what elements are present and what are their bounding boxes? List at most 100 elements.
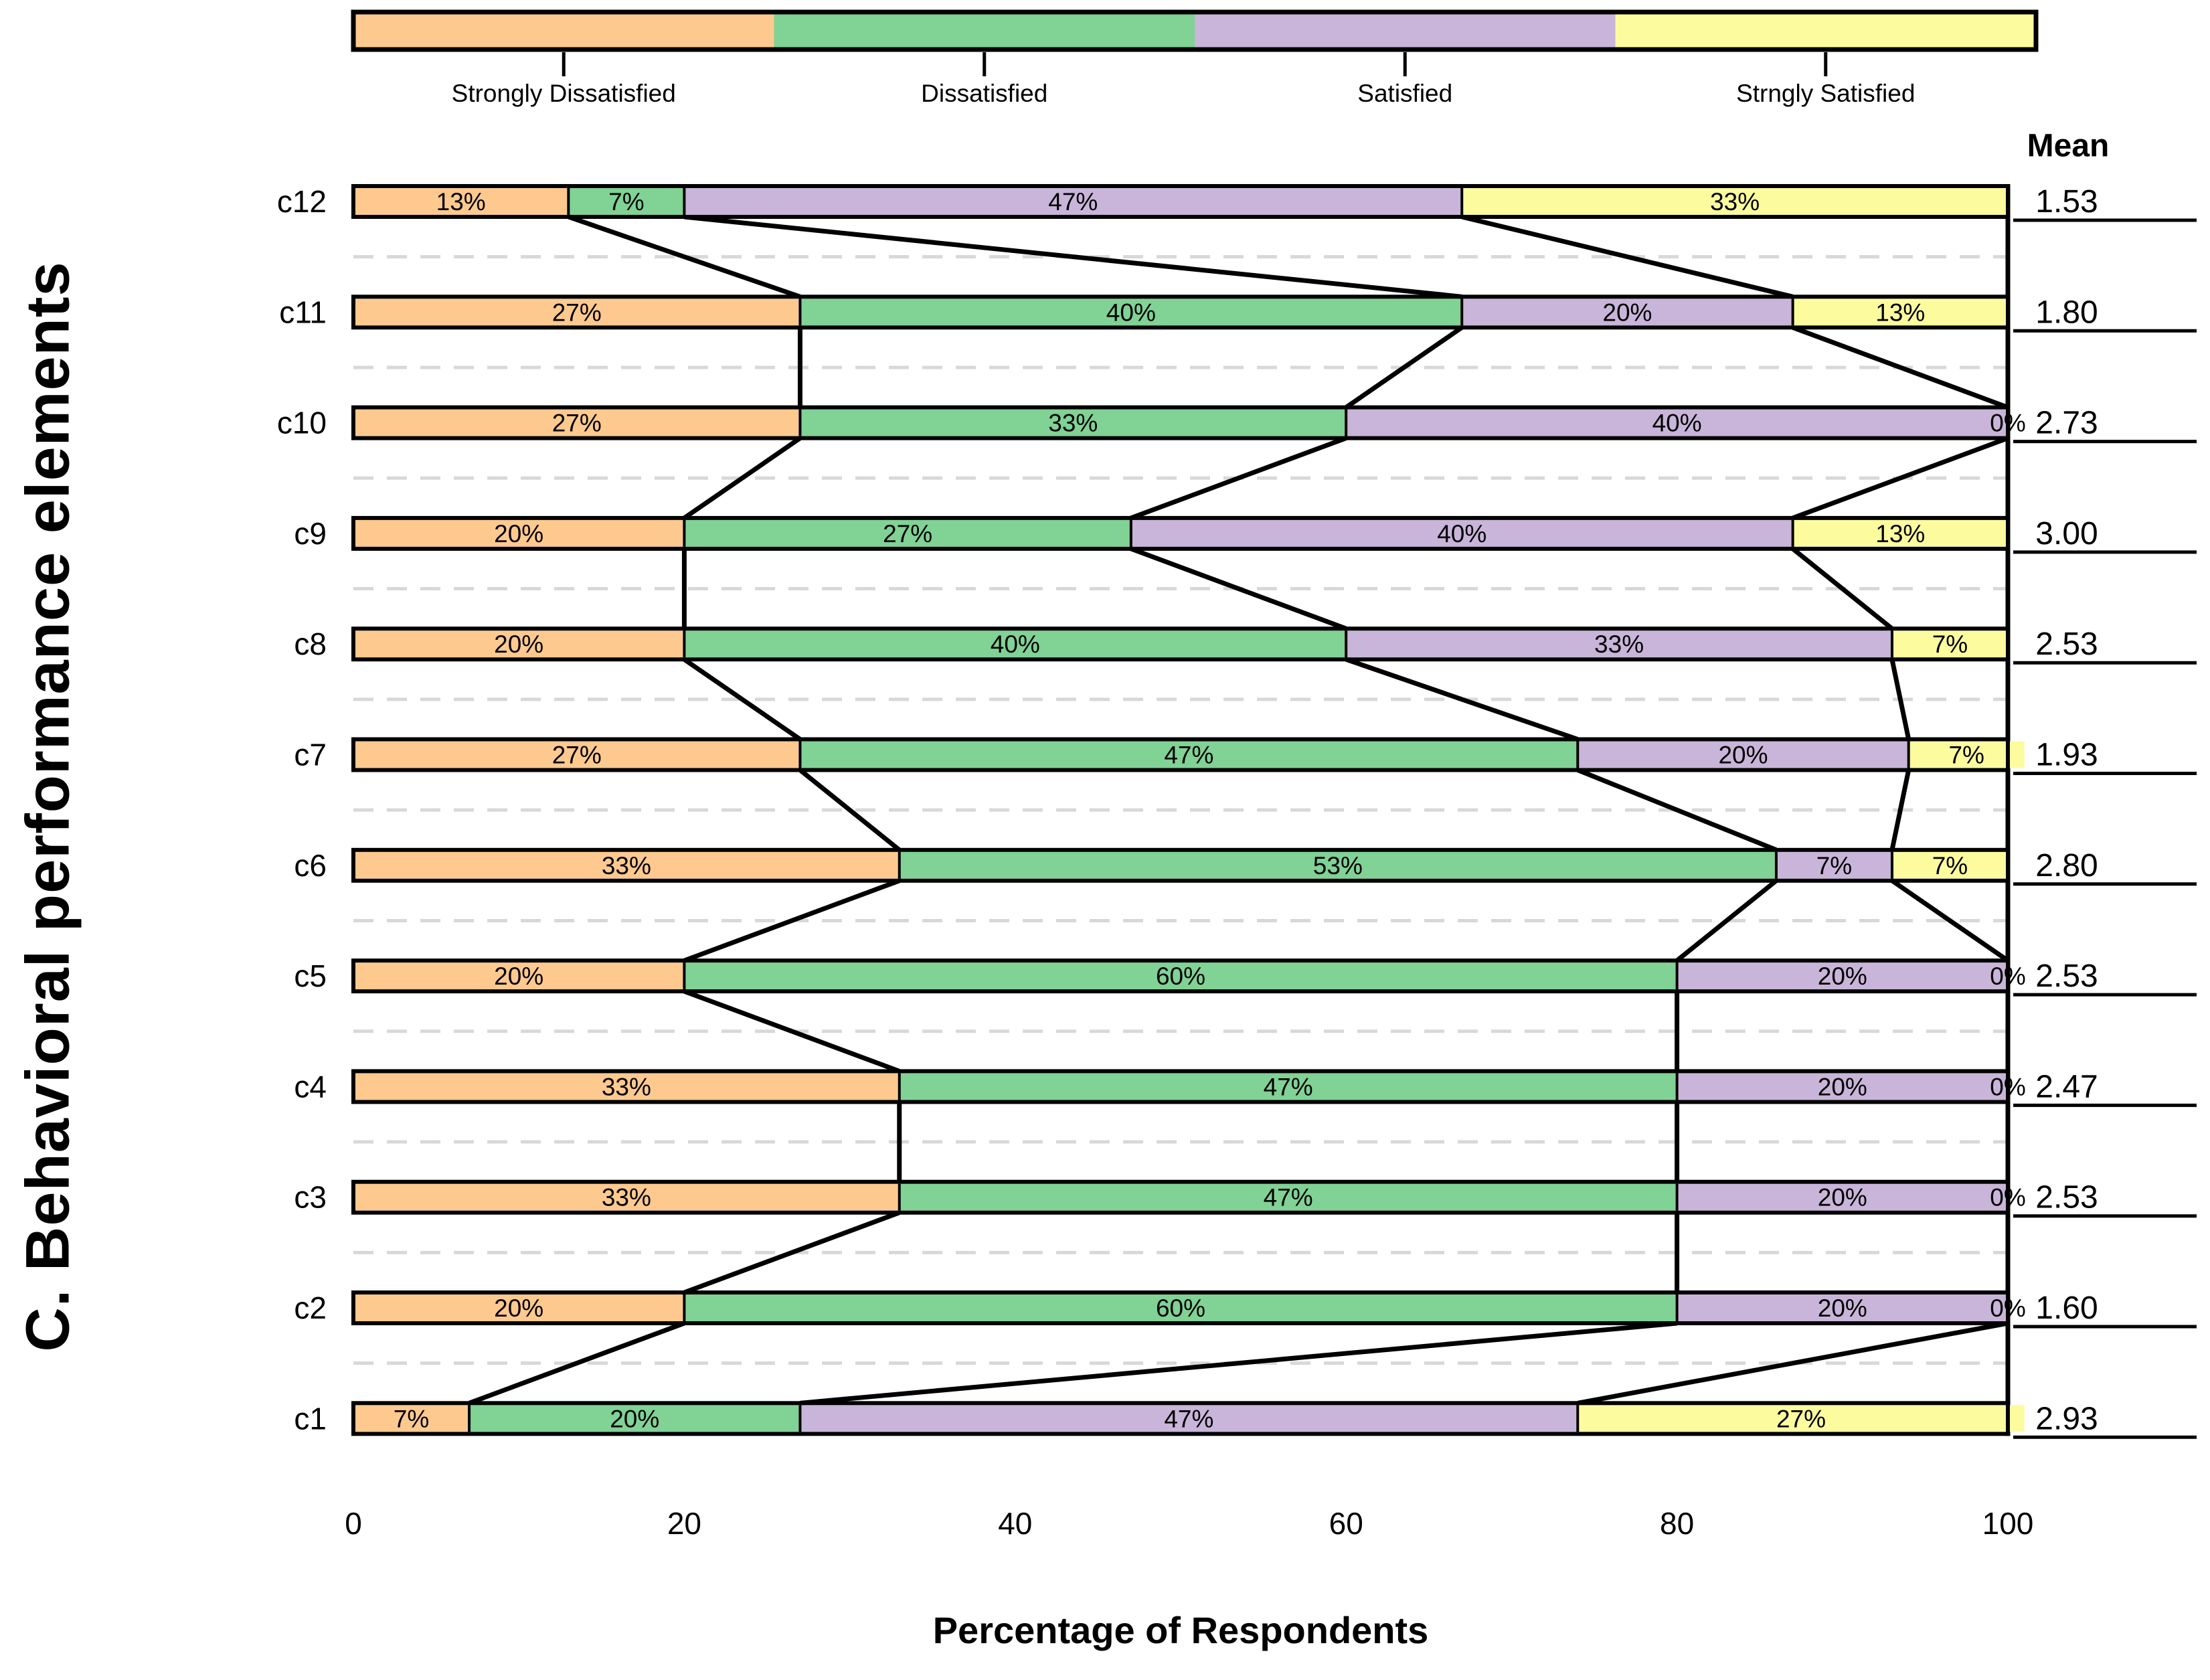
segment-value-label: 20% [494,962,543,990]
stack-boundary-connector [798,768,901,852]
stack-boundary-connector [683,878,900,963]
stack-boundary-connector [1130,436,1347,521]
segment-value-label: 13% [436,188,486,216]
mean-value: 1.60 [2035,1290,2098,1326]
bar-segment [800,299,1462,326]
stack-boundary-connector [1792,436,2009,521]
legend-swatch [1615,12,2036,50]
legend-label: Strngly Satisfied [1736,80,1915,107]
bar-segment [899,1073,1677,1100]
segment-value-label: 0% [1990,1184,2025,1211]
stack-boundary-connector [1345,325,1464,410]
bar-segment [353,1405,470,1432]
segment-value-label: 20% [610,1405,659,1432]
stack-boundary-connector [468,1321,685,1406]
segment-value-label: 27% [883,520,932,548]
bar-border [351,626,2010,662]
bar-segment [469,1405,800,1432]
bar-segment [1908,741,2025,768]
bar-segment [353,1073,900,1100]
mean-value: 2.80 [2035,848,2098,884]
segment-value-label: 33% [602,1073,651,1100]
mean-column-header: Mean [2027,128,2110,164]
bar-segment [353,188,569,215]
bar-segment [684,962,1677,990]
bar-border [351,1179,2010,1215]
bar-border [351,295,2010,330]
bar-segment [1578,1405,2025,1432]
stack-boundary-connector [1345,657,1579,742]
bar-segment [1677,1183,2008,1211]
bar-segment [353,631,685,658]
stack-boundary-connector [1791,547,1894,631]
bar-segment [1891,631,2008,658]
bar-segment [353,962,685,990]
stack-boundary-connector [1889,769,1911,851]
bar-segment [800,741,1578,768]
bar-border [351,958,2010,994]
bar-border [351,515,2010,551]
segment-value-label: 7% [1932,852,1968,879]
bar-segment [353,1294,685,1321]
segment-value-label: 0% [1990,410,2025,437]
segment-value-label: 13% [1875,299,1925,326]
segment-value-label: 7% [394,1405,429,1432]
segment-value-label: 0% [1990,962,2025,990]
segment-value-label: 33% [602,852,651,879]
bar-segment [1346,409,2008,436]
segment-value-label: 40% [1652,410,1702,437]
bar-segment [684,631,1347,658]
x-tick-label: 100 [1982,1506,2034,1541]
segment-value-label: 40% [1437,520,1486,548]
bar-segment [1677,1073,2008,1100]
row-label: c3 [294,1180,327,1215]
bar-segment [353,851,900,879]
segment-value-label: 7% [1816,852,1852,879]
mean-value: 2.53 [2035,626,2098,662]
segment-value-label: 20% [1818,1184,1867,1211]
row-label: c4 [294,1069,327,1104]
bar-segment [1462,188,2008,215]
segment-value-label: 20% [1818,1294,1867,1322]
stack-boundary-connector [683,436,802,520]
segment-value-label: 20% [1818,962,1867,990]
segment-value-label: 33% [602,1184,651,1211]
mean-value: 2.47 [2035,1069,2098,1104]
segment-value-label: 33% [1710,188,1760,216]
row-label: c5 [294,958,327,993]
legend-border [351,9,2039,52]
legend-swatch [774,12,1195,50]
bar-border [351,184,2010,219]
mean-value: 2.53 [2035,1180,2098,1215]
bar-segment [899,1183,1677,1211]
bar-segment [684,519,1131,547]
bar-segment [353,409,800,436]
stack-boundary-connector [1577,1321,2009,1406]
stack-boundary-connector [1889,659,1911,740]
row-label: c6 [294,848,327,883]
segment-value-label: 27% [552,410,602,437]
stack-boundary-connector [1792,325,2009,410]
segment-value-label: 7% [608,188,644,216]
x-axis-title: Percentage of Respondents [932,1609,1429,1651]
row-label: c1 [294,1401,327,1436]
bar-segment [353,741,800,768]
y-axis-title: C. Behavioral performance elements [13,261,82,1352]
bar-segment [1677,962,2008,990]
stack-boundary-connector [800,1321,1677,1406]
x-tick-label: 60 [1329,1506,1363,1541]
bar-segment [684,1294,1677,1321]
stack-boundary-connector [1576,768,1778,853]
bar-segment [1130,519,1793,547]
row-label: c8 [294,626,327,661]
segment-value-label: 27% [552,742,602,769]
stack-boundary-connector [568,214,801,299]
stack-boundary-connector [1890,878,2009,962]
bar-segment [1346,631,1892,658]
bar-segment [800,409,1347,436]
row-label: c12 [277,184,327,219]
segment-value-label: 20% [1818,1073,1867,1100]
bar-border [351,405,2010,440]
legend-label: Satisfied [1357,80,1452,107]
